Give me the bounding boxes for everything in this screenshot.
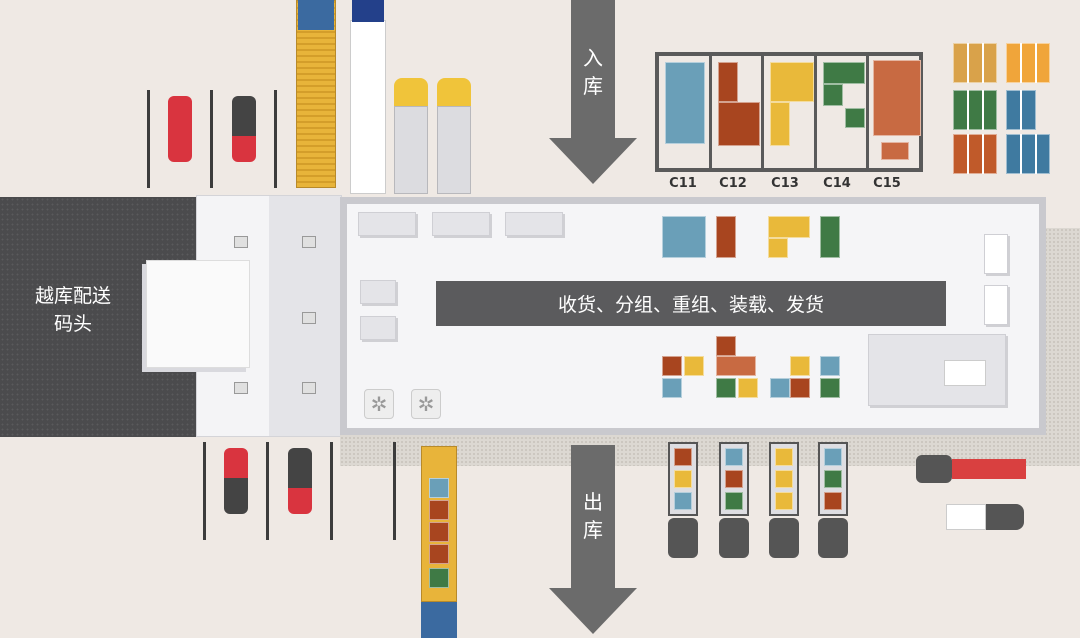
pallet xyxy=(662,356,682,376)
outbound-arrow xyxy=(571,445,615,590)
storage-cell-c13 xyxy=(764,56,817,168)
inbound-arrow xyxy=(571,0,615,140)
vent xyxy=(302,236,316,248)
pallet xyxy=(716,216,736,258)
pallet xyxy=(429,500,449,520)
process-bar: 收货、分组、重组、装载、发货 xyxy=(436,281,946,326)
shelf xyxy=(432,212,490,236)
stock-stack xyxy=(953,134,997,174)
pallet xyxy=(738,378,758,398)
stock-stack xyxy=(1006,43,1050,83)
tractor-truck xyxy=(168,96,192,162)
fan-icon: ✲ xyxy=(411,389,441,419)
shelf xyxy=(358,212,416,236)
dock-label-line2: 码头 xyxy=(53,313,92,335)
shelf xyxy=(360,316,396,340)
loaded-trailer xyxy=(296,0,336,188)
pallet xyxy=(790,378,810,398)
pallet xyxy=(768,238,788,258)
dock-label-line1: 越库配送 xyxy=(34,285,111,307)
dock-box xyxy=(146,260,250,368)
pallet xyxy=(429,522,449,542)
gravel-strip xyxy=(1044,228,1080,466)
parking-line xyxy=(274,90,277,188)
shelf xyxy=(360,280,396,304)
truck-cab xyxy=(769,518,799,558)
pallet xyxy=(770,378,790,398)
stock-stack xyxy=(1006,90,1036,130)
tractor-truck xyxy=(288,448,312,514)
truck-cab xyxy=(298,0,334,30)
truck-cab xyxy=(437,78,471,106)
truck-cab xyxy=(352,0,384,22)
tractor-truck xyxy=(232,96,256,162)
pallet xyxy=(716,356,756,376)
small-truck xyxy=(719,442,749,516)
truck-cab xyxy=(394,78,428,106)
parking-line xyxy=(147,90,150,188)
truck-cab xyxy=(818,518,848,558)
parking-line xyxy=(266,442,269,540)
pallet xyxy=(820,378,840,398)
pallet xyxy=(684,356,704,376)
storage-grid xyxy=(655,52,923,172)
door xyxy=(984,234,1008,274)
vent xyxy=(234,382,248,394)
truck-cab xyxy=(986,504,1024,530)
shelf xyxy=(505,212,563,236)
parking-line xyxy=(210,90,213,188)
outbound-arrowhead xyxy=(549,588,637,634)
cell-label-c11: C11 xyxy=(669,176,697,191)
stock-stack xyxy=(953,90,997,130)
vent xyxy=(234,236,248,248)
truck-cab xyxy=(668,518,698,558)
parking-line xyxy=(330,442,333,540)
fan-icon: ✲ xyxy=(364,389,394,419)
cell-label-c15: C15 xyxy=(873,176,901,191)
empty-trailer xyxy=(350,20,386,194)
storage-cell-c11 xyxy=(659,56,712,168)
cell-label-c12: C12 xyxy=(719,176,747,191)
cell-label-c13: C13 xyxy=(771,176,799,191)
pallet xyxy=(790,356,810,376)
cell-label-c14: C14 xyxy=(823,176,851,191)
small-truck xyxy=(818,442,848,516)
truck-cab xyxy=(421,602,457,638)
pallet xyxy=(820,216,840,258)
vent xyxy=(302,382,316,394)
pallet xyxy=(429,544,449,564)
box-trailer xyxy=(437,106,471,194)
desk xyxy=(944,360,986,386)
parking-line xyxy=(393,442,396,540)
process-label: 收货、分组、重组、装载、发货 xyxy=(557,294,824,316)
stock-stack xyxy=(1006,134,1050,174)
dock-label: 越库配送码头 xyxy=(18,282,128,338)
pallet xyxy=(429,478,449,498)
pallet xyxy=(662,378,682,398)
outbound-label: 出库 xyxy=(583,490,603,542)
parking-line xyxy=(203,442,206,540)
stock-stack xyxy=(953,43,997,83)
pallet xyxy=(662,216,706,258)
vent xyxy=(302,312,316,324)
small-truck xyxy=(668,442,698,516)
tractor-truck xyxy=(224,448,248,514)
inbound-label: 入库 xyxy=(583,46,603,98)
red-trailer xyxy=(952,459,1026,479)
truck-cab xyxy=(916,455,952,483)
storage-cell-c12 xyxy=(712,56,765,168)
pallet xyxy=(820,356,840,376)
storage-cell-c14 xyxy=(817,56,870,168)
door xyxy=(984,285,1008,325)
truck-cab xyxy=(719,518,749,558)
pallet xyxy=(768,216,810,238)
box-trailer xyxy=(394,106,428,194)
inbound-arrowhead xyxy=(549,138,637,184)
white-van-body xyxy=(946,504,986,530)
pallet xyxy=(716,378,736,398)
pallet xyxy=(429,568,449,588)
storage-cell-c15 xyxy=(869,56,922,168)
pallet xyxy=(716,336,736,356)
small-truck xyxy=(769,442,799,516)
